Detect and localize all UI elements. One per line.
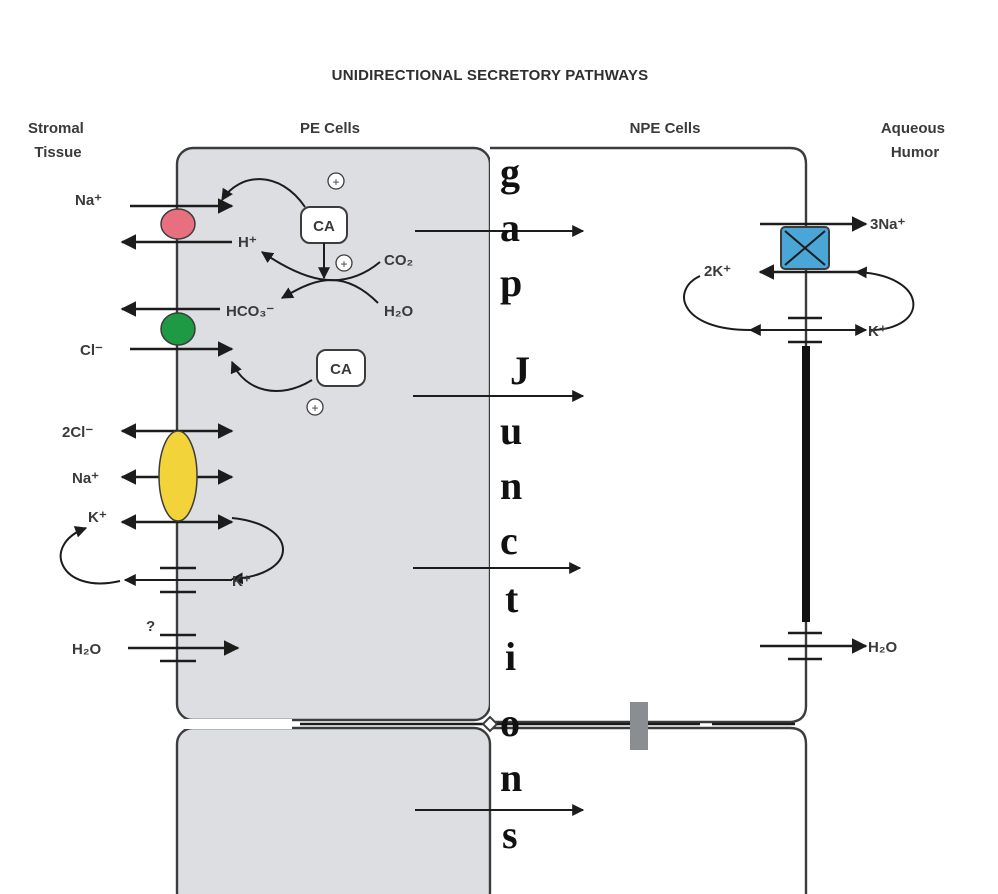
stromal-label-line2: Tissue	[34, 144, 81, 161]
hco3-label: HCO₃⁻	[226, 303, 274, 320]
k-loop-right-inner	[683, 275, 751, 331]
pe-cells-label: PE Cells	[300, 120, 360, 137]
pe-junction-strip	[172, 719, 292, 729]
k-left-label: K⁺	[88, 509, 107, 526]
k-loop-left	[59, 526, 121, 585]
three-na-label: 3Na⁺	[870, 216, 906, 233]
junction-gray-block	[630, 702, 648, 750]
gap-letter-1: g	[500, 150, 520, 195]
na-label-top: Na⁺	[75, 192, 102, 209]
k-loop-right	[230, 517, 284, 585]
gap-letter-11: n	[500, 755, 522, 800]
gap-letter-7: c	[500, 518, 518, 563]
stromal-label-line1: Stromal	[28, 120, 84, 137]
gap-letter-12: s	[502, 812, 518, 857]
h2o-to-hco3-curve	[280, 279, 379, 304]
h2o-left-label: H₂O	[72, 641, 101, 658]
plus-circle-2	[335, 254, 353, 272]
gap-letter-4: J	[510, 348, 530, 393]
diagram-title: UNIDIRECTIONAL SECRETORY PATHWAYS	[332, 67, 649, 84]
na-mid-label: Na⁺	[72, 470, 99, 487]
npe-cells-label: NPE Cells	[630, 120, 701, 137]
pe-cell-lower	[175, 726, 492, 894]
k-right-label: K⁺	[868, 323, 887, 340]
cl-hco3-exchanger	[160, 312, 196, 346]
aqueous-humor-label: Aqueous Humor	[881, 120, 949, 161]
na-h-exchanger	[160, 208, 196, 240]
h-label: H⁺	[238, 234, 257, 251]
gap-letter-6: n	[500, 463, 522, 508]
aqueous-label-line2: Humor	[891, 144, 939, 161]
gap-letter-5: u	[500, 408, 522, 453]
h2o-pe-label: H₂O	[384, 303, 413, 320]
aqueous-label-line1: Aqueous	[881, 120, 945, 137]
ca-enzyme-lower	[316, 349, 366, 387]
gap-letter-2: a	[500, 205, 520, 250]
ca-label-top: CA	[313, 218, 335, 235]
h2o-right-label: H₂O	[868, 639, 897, 656]
ca-top-curve	[221, 178, 306, 208]
plus-circle-1	[327, 172, 345, 190]
plus-circle-3	[306, 398, 324, 416]
gap-junctions-label: g a p J u n c t i o n s	[500, 150, 530, 857]
two-cl-label: 2Cl⁻	[62, 424, 93, 441]
gap-letter-8: t	[505, 576, 519, 621]
k-loop-right-outer	[854, 266, 915, 331]
co2-label: CO₂	[384, 252, 413, 269]
plus-sign-2: +	[340, 257, 347, 271]
cl-label: Cl⁻	[80, 342, 103, 359]
gap-letter-9: i	[505, 634, 516, 679]
plus-sign-3: +	[311, 401, 318, 415]
two-k-label: 2K⁺	[704, 263, 731, 280]
na-k-2cl-cotransporter	[158, 430, 198, 522]
pump-cross-2	[784, 230, 826, 266]
k-channel-label: K⁺	[232, 573, 251, 590]
npe-cell-upper	[490, 146, 808, 724]
question-mark: ?	[146, 618, 155, 635]
plus-sign-1: +	[332, 175, 339, 189]
stromal-tissue-label: Stromal Tissue	[28, 120, 88, 161]
gap-letter-3: p	[500, 260, 522, 305]
ca-lower-curve	[230, 360, 313, 392]
ca-label-lower: CA	[330, 361, 352, 378]
npe-cell-lower	[490, 726, 808, 894]
gap-letter-10: o	[500, 700, 520, 745]
co2-to-h-curve	[261, 251, 381, 282]
